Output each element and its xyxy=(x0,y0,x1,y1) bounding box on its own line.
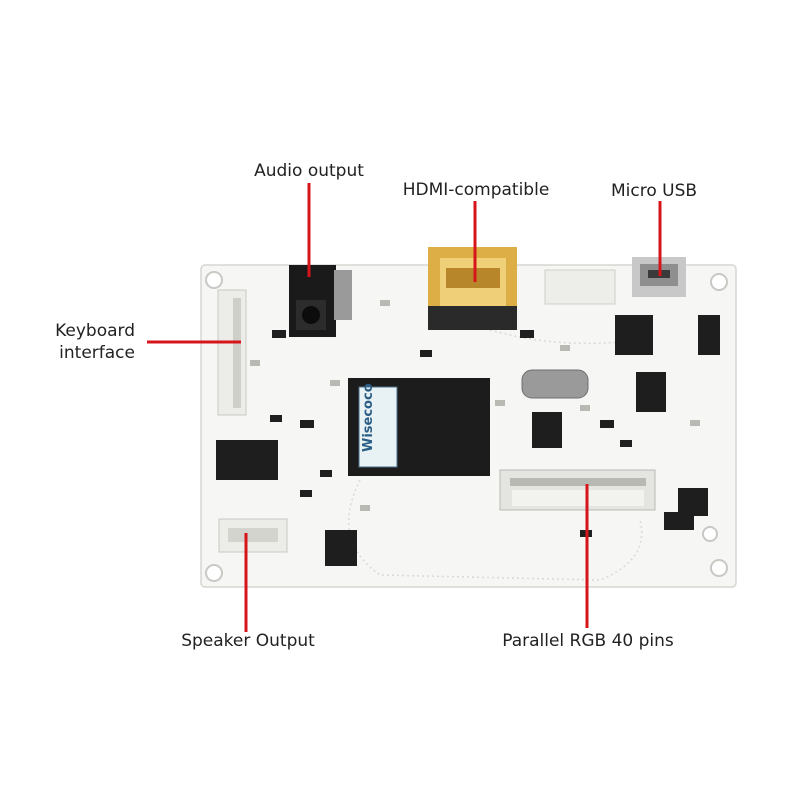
keyboard-label-line1: Keyboard xyxy=(55,321,135,341)
parallel-rgb-label: Parallel RGB 40 pins xyxy=(502,631,674,651)
board-logo-text: Wisecoco xyxy=(361,383,376,452)
micro-usb-label: Micro USB xyxy=(610,181,698,201)
audio-jack xyxy=(289,265,352,337)
keyboard-connector xyxy=(217,289,247,416)
crystal-oscillator xyxy=(521,369,589,399)
mounting-hole-br xyxy=(710,559,728,577)
audio-output-label: Audio output xyxy=(254,161,364,181)
mounting-hole-tr xyxy=(710,273,728,291)
mounting-hole-bl xyxy=(205,564,223,582)
speaker-connector xyxy=(218,518,288,553)
speaker-output-label: Speaker Output xyxy=(181,631,315,651)
mounting-hole-tl xyxy=(205,271,223,289)
rgb-ribbon-connector xyxy=(499,469,656,511)
hdmi-port xyxy=(428,247,517,330)
hdmi-label: HDMI-compatible xyxy=(402,180,550,200)
keyboard-label-line2: interface xyxy=(59,343,135,363)
main-chip xyxy=(348,378,490,476)
keyboard-interface-label: Keyboard interface xyxy=(30,320,135,364)
board-logo: Wisecoco xyxy=(361,383,376,452)
